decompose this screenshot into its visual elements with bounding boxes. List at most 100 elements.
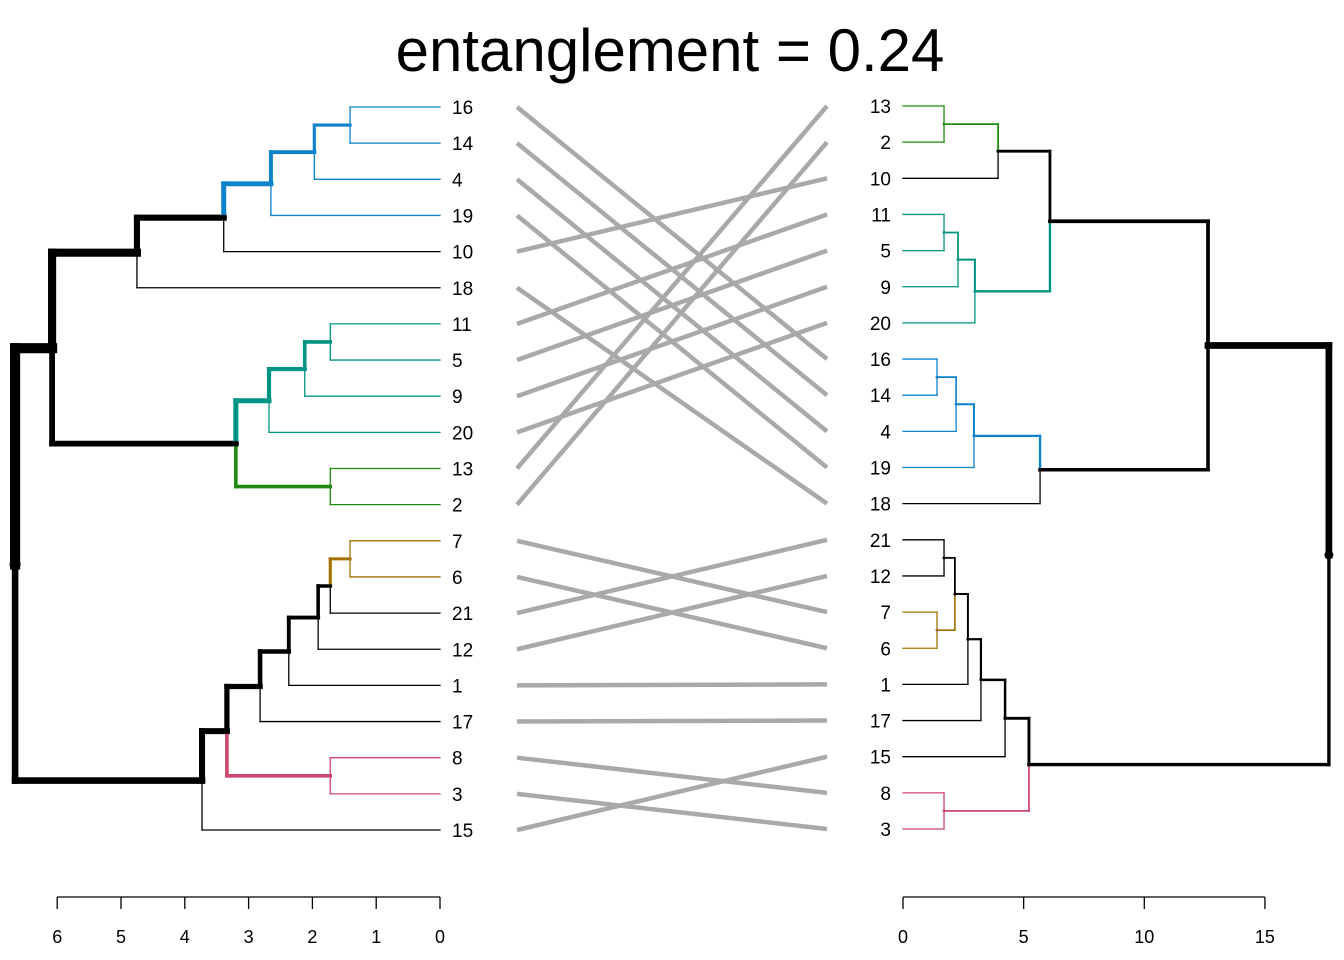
connector-16 xyxy=(515,105,829,361)
node-point xyxy=(942,556,946,560)
connector-13 xyxy=(515,104,829,470)
leaf-label-1: 1 xyxy=(880,675,891,696)
node-point xyxy=(935,628,939,632)
node-point xyxy=(1048,219,1052,224)
connector-14 xyxy=(515,141,829,397)
node-point xyxy=(328,584,333,588)
leaf-label-13: 13 xyxy=(870,97,891,118)
leaf-label-18: 18 xyxy=(870,495,891,516)
node-point xyxy=(316,615,321,620)
axis-tick-label: 5 xyxy=(1019,927,1029,947)
node-point xyxy=(348,123,352,127)
leaf-label-12: 12 xyxy=(452,640,473,661)
axis-tick-label: 4 xyxy=(180,927,190,947)
leaf-label-11: 11 xyxy=(871,205,891,226)
node-point xyxy=(302,366,307,372)
node-point xyxy=(220,214,227,221)
leaf-label-9: 9 xyxy=(452,387,463,408)
leaf-label-18: 18 xyxy=(452,279,473,300)
leaf-label-15: 15 xyxy=(452,821,473,842)
node-point xyxy=(328,484,333,489)
node-point xyxy=(232,440,239,447)
leaf-label-14: 14 xyxy=(870,386,892,407)
node-point xyxy=(979,678,983,682)
leaf-label-21: 21 xyxy=(870,531,891,552)
connector-17 xyxy=(516,718,828,724)
leaf-label-2: 2 xyxy=(452,496,463,517)
leaf-label-6: 6 xyxy=(452,568,463,589)
leaf-label-3: 3 xyxy=(880,820,891,841)
node-point xyxy=(996,149,1000,153)
leaf-label-6: 6 xyxy=(880,639,891,660)
node-point xyxy=(312,150,317,155)
connector-8 xyxy=(516,755,828,796)
connector-18 xyxy=(515,285,829,506)
leaf-label-10: 10 xyxy=(452,243,473,264)
chart-title: entanglement = 0.24 xyxy=(396,17,945,84)
node-point xyxy=(328,773,333,778)
node-point xyxy=(942,809,946,813)
node-point xyxy=(257,683,263,690)
axis-tick-label: 15 xyxy=(1255,927,1275,947)
leaf-label-1: 1 xyxy=(452,676,463,697)
node-point xyxy=(1324,550,1334,560)
leaf-label-20: 20 xyxy=(452,423,473,444)
node-point xyxy=(198,777,206,784)
connector-15 xyxy=(516,754,828,833)
axis-tick-label: 1 xyxy=(371,927,381,947)
leaf-label-14: 14 xyxy=(452,134,474,155)
node-point xyxy=(1003,716,1007,720)
leaf-label-21: 21 xyxy=(452,604,473,625)
connector-lines xyxy=(515,104,829,833)
node-point xyxy=(9,558,21,570)
node-point xyxy=(973,289,977,293)
leaf-label-4: 4 xyxy=(452,170,463,191)
leaf-label-11: 11 xyxy=(452,315,472,336)
connector-10 xyxy=(516,176,828,254)
connector-12 xyxy=(516,573,828,652)
leaf-label-8: 8 xyxy=(452,749,463,770)
node-point xyxy=(348,557,352,561)
connector-1 xyxy=(516,682,828,688)
axis-tick-label: 10 xyxy=(1134,927,1154,947)
leaf-label-10: 10 xyxy=(870,169,891,190)
leaf-label-16: 16 xyxy=(870,350,891,371)
leaf-label-8: 8 xyxy=(880,784,891,805)
leaf-label-17: 17 xyxy=(452,713,473,734)
node-point xyxy=(972,434,976,438)
axis-tick-label: 5 xyxy=(116,927,126,947)
node-point xyxy=(1027,762,1031,767)
node-point xyxy=(1204,342,1212,349)
leaf-label-19: 19 xyxy=(452,206,473,227)
node-point xyxy=(942,122,946,126)
leaf-label-3: 3 xyxy=(452,785,463,806)
leaf-label-7: 7 xyxy=(880,603,891,624)
axis-tick-label: 2 xyxy=(307,927,317,947)
node-point xyxy=(328,340,333,344)
node-point xyxy=(956,258,960,262)
leaf-label-9: 9 xyxy=(880,278,891,299)
node-point xyxy=(286,649,292,654)
leaf-label-5: 5 xyxy=(452,351,463,372)
node-point xyxy=(1038,467,1042,472)
leaf-label-20: 20 xyxy=(870,314,891,335)
leaf-label-5: 5 xyxy=(880,242,891,263)
connector-19 xyxy=(515,213,829,470)
connector-3 xyxy=(516,791,828,832)
connector-21 xyxy=(516,537,828,616)
node-point xyxy=(935,375,939,379)
node-point xyxy=(942,231,946,235)
node-point xyxy=(47,343,58,354)
connector-20 xyxy=(516,320,828,435)
leaf-label-7: 7 xyxy=(452,532,463,553)
axis-tick-label: 6 xyxy=(52,927,62,947)
axis-tick-label: 3 xyxy=(244,927,254,947)
node-point xyxy=(953,592,957,596)
leaf-label-19: 19 xyxy=(870,459,891,480)
node-point xyxy=(132,248,142,257)
